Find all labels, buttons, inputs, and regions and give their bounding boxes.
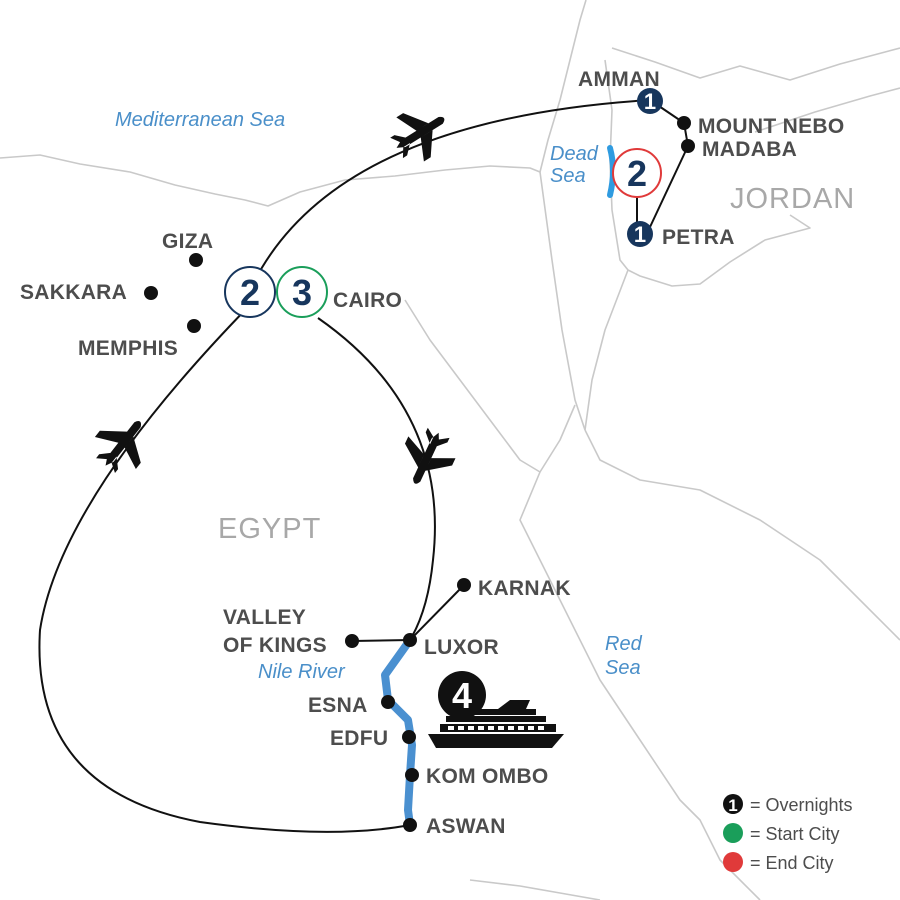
coast-gulf-aqaba xyxy=(584,269,629,431)
city-marker-esna xyxy=(381,695,395,709)
city-marker-edfu xyxy=(402,730,416,744)
water-label-red-sea-2: Sea xyxy=(605,657,641,679)
city-label-aswan: ASWAN xyxy=(426,815,506,838)
svg-text:1: 1 xyxy=(634,222,646,247)
border-jordan-north xyxy=(611,47,900,81)
city-marker-memphis xyxy=(187,319,201,333)
city-label-valley-line2: OF KINGS xyxy=(223,634,327,657)
route-cairo-amman xyxy=(249,99,651,291)
svg-text:4: 4 xyxy=(452,675,472,716)
city-marker-giza xyxy=(189,253,203,267)
water-label-red-sea-1: Red xyxy=(605,633,643,655)
city-label-edfu: EDFU xyxy=(330,727,388,750)
svg-text:1: 1 xyxy=(728,796,737,815)
plane-icon-mediterranean xyxy=(382,96,458,170)
city-label-madaba: MADABA xyxy=(702,138,797,161)
route-aswan-cairo xyxy=(38,304,411,833)
border-jordan-south xyxy=(627,214,811,287)
city-marker-mount-nebo xyxy=(677,116,691,130)
legend-overnights-label: = Overnights xyxy=(750,795,853,815)
city-markers xyxy=(144,116,695,832)
route-luxor-karnak xyxy=(409,584,465,641)
legend-end-city-label: = End City xyxy=(750,853,834,873)
city-label-amman: AMMAN xyxy=(578,68,660,91)
plane-icon-nile-valley xyxy=(391,421,463,495)
city-marker-madaba xyxy=(681,139,695,153)
legend-overnights-icon: 1 xyxy=(723,794,743,815)
cruise-ship-icon xyxy=(428,700,564,748)
country-label-egypt: EGYPT xyxy=(218,513,321,545)
city-label-giza: GIZA xyxy=(162,230,213,253)
water-label-dead-sea-1: Dead xyxy=(550,143,599,165)
city-label-kom-ombo: KOM OMBO xyxy=(426,765,549,788)
overnight-badge-petra: 1 xyxy=(627,221,653,247)
city-marker-luxor xyxy=(403,633,417,647)
city-marker-aswan xyxy=(403,818,417,832)
plane-icon-west-desert xyxy=(85,405,161,482)
city-label-sakkara: SAKKARA xyxy=(20,281,127,304)
coastline-mediterranean xyxy=(0,154,541,207)
country-label-jordan: JORDAN xyxy=(730,183,855,215)
coast-egypt-redsea xyxy=(519,471,761,900)
overnight-badge-nile-cruise: 4 xyxy=(438,671,486,719)
city-label-mount-nebo: MOUNT NEBO xyxy=(698,115,845,138)
city-marker-valley-of-kings xyxy=(345,634,359,648)
coastline-levant xyxy=(539,0,587,173)
water-label-nile: Nile River xyxy=(258,661,346,683)
svg-text:2: 2 xyxy=(240,272,260,313)
coast-sinai-east xyxy=(584,429,900,641)
svg-text:1: 1 xyxy=(644,89,656,114)
city-label-karnak: KARNAK xyxy=(478,577,571,600)
city-label-cairo: CAIRO xyxy=(333,289,402,312)
city-label-petra: PETRA xyxy=(662,226,735,249)
overnight-badge-cairo-start-city: 2 xyxy=(224,266,276,318)
svg-text:3: 3 xyxy=(292,272,312,313)
map-legend: 1 = Overnights = Start City = End City xyxy=(723,794,853,873)
city-marker-kom-ombo xyxy=(405,768,419,782)
city-label-luxor: LUXOR xyxy=(424,636,499,659)
border-egypt-sudan xyxy=(469,879,601,900)
legend-start-city-label: = Start City xyxy=(750,824,840,844)
overnight-badge-dead-sea-end-city: 2 xyxy=(612,148,662,198)
city-label-esna: ESNA xyxy=(308,694,368,717)
city-label-valley-line1: VALLEY xyxy=(223,606,306,629)
water-label-dead-sea-2: Sea xyxy=(550,165,586,187)
city-marker-sakkara xyxy=(144,286,158,300)
svg-text:2: 2 xyxy=(627,153,647,194)
legend-start-city-icon xyxy=(723,823,743,843)
route-cairo-luxor xyxy=(317,317,436,641)
water-label-mediterranean: Mediterranean Sea xyxy=(115,109,285,131)
overnight-badge-amman: 1 xyxy=(637,88,663,114)
city-label-memphis: MEMPHIS xyxy=(78,337,178,360)
route-madaba-petra xyxy=(649,145,689,228)
city-marker-karnak xyxy=(457,578,471,592)
border-sinai-israel xyxy=(539,171,586,431)
legend-end-city-icon xyxy=(723,852,743,872)
border-jordan-east xyxy=(754,87,900,133)
coast-gulf-suez xyxy=(404,299,576,473)
route-valley-luxor xyxy=(351,639,411,642)
overnight-badge-cairo-end: 3 xyxy=(276,266,328,318)
